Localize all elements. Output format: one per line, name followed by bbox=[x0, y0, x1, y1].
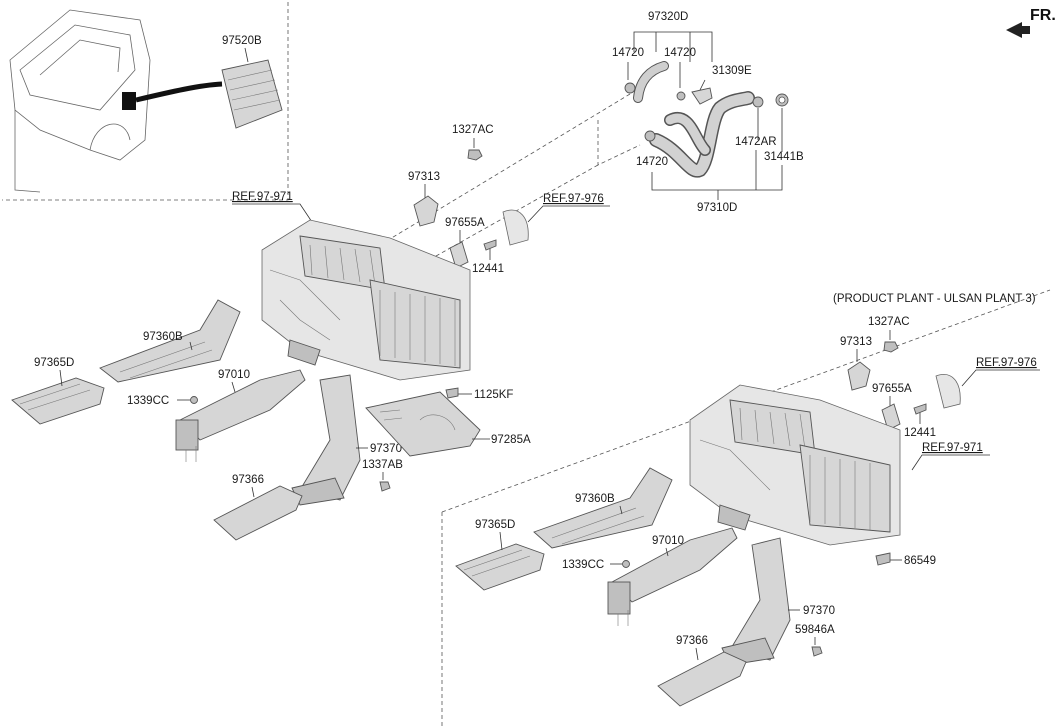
front-arrow-icon bbox=[1006, 22, 1030, 38]
label-1339CC-b: 1339CC bbox=[562, 559, 604, 571]
label-97360B-a: 97360B bbox=[143, 331, 183, 343]
label-1327AC-a: 1327AC bbox=[452, 124, 494, 136]
rear-vent-grille-icon bbox=[221, 59, 283, 129]
label-14720-a: 14720 bbox=[612, 47, 644, 59]
label-97285A: 97285A bbox=[491, 434, 531, 446]
heater-hose-assembly: 97320D 14720 14720 31309E 14720 1472AR 3… bbox=[379, 11, 804, 266]
label-1327AC-b: 1327AC bbox=[868, 316, 910, 328]
label-97313-b: 97313 bbox=[840, 336, 872, 348]
duct-97010-b-icon bbox=[607, 527, 738, 626]
label-97655A-a: 97655A bbox=[445, 217, 485, 229]
label-97366-a: 97366 bbox=[232, 474, 264, 486]
label-59846A: 59846A bbox=[795, 624, 835, 636]
label-97310D: 97310D bbox=[697, 202, 737, 214]
ref-97-971-a: REF.97-971 bbox=[232, 191, 293, 203]
label-1125KF: 1125KF bbox=[474, 389, 513, 401]
label-97366-b: 97366 bbox=[676, 635, 708, 647]
duct-97370-b-icon bbox=[721, 537, 791, 666]
label-97360B-b: 97360B bbox=[575, 493, 615, 505]
duct-97366-icon bbox=[213, 485, 303, 541]
front-direction-indicator: FR. bbox=[1006, 7, 1056, 38]
label-97313-a: 97313 bbox=[408, 171, 440, 183]
label-97010-a: 97010 bbox=[218, 369, 250, 381]
ref-97-976-a: REF.97-976 bbox=[543, 193, 604, 205]
grommet-icon bbox=[413, 195, 439, 227]
label-12441-a: 12441 bbox=[472, 263, 504, 275]
hvac-group-lower: (PRODUCT PLANT - ULSAN PLANT 3) 1327AC 9… bbox=[455, 293, 1040, 707]
duct-97010-icon bbox=[175, 369, 306, 462]
ref-97-971-b: REF.97-971 bbox=[922, 442, 983, 454]
label-1339CC-a: 1339CC bbox=[127, 395, 169, 407]
front-label: FR. bbox=[1030, 7, 1056, 24]
vehicle-outline-icon bbox=[9, 9, 151, 161]
label-86549: 86549 bbox=[904, 555, 936, 567]
plant-note: (PRODUCT PLANT - ULSAN PLANT 3) bbox=[833, 293, 1036, 305]
label-14720-c: 14720 bbox=[636, 156, 668, 168]
label-1337AB: 1337AB bbox=[362, 459, 403, 471]
duct-97370-icon bbox=[291, 374, 361, 506]
hvac-unit-icon bbox=[261, 219, 471, 381]
label-97365D-a: 97365D bbox=[34, 357, 74, 369]
label-14720-b: 14720 bbox=[664, 47, 696, 59]
label-97520B: 97520B bbox=[222, 35, 262, 47]
label-31309E: 31309E bbox=[712, 65, 752, 77]
label-12441-b: 12441 bbox=[904, 427, 936, 439]
hvac-group-upper: 1327AC 97313 REF.97-971 97655A REF.97-97… bbox=[11, 124, 610, 541]
label-97655A-b: 97655A bbox=[872, 383, 912, 395]
label-97365D-b: 97365D bbox=[475, 519, 515, 531]
label-1472AR: 1472AR bbox=[735, 136, 777, 148]
hvac-unit-b-icon bbox=[689, 384, 901, 546]
bracket-97285A-icon bbox=[365, 391, 481, 457]
ref-97-976-b: REF.97-976 bbox=[976, 357, 1037, 369]
label-31441B: 31441B bbox=[764, 151, 804, 163]
duct-97360B-icon bbox=[99, 299, 241, 383]
duct-97365D-icon bbox=[11, 377, 105, 425]
label-97320D: 97320D bbox=[648, 11, 688, 23]
label-97370-a: 97370 bbox=[370, 443, 402, 455]
nut-icon bbox=[467, 149, 483, 161]
duct-97366-b-icon bbox=[657, 651, 747, 707]
label-97370-b: 97370 bbox=[803, 605, 835, 617]
label-97010-b: 97010 bbox=[652, 535, 684, 547]
vehicle-inset: 97520B bbox=[2, 2, 289, 201]
duct-97365D-b-icon bbox=[455, 543, 545, 591]
